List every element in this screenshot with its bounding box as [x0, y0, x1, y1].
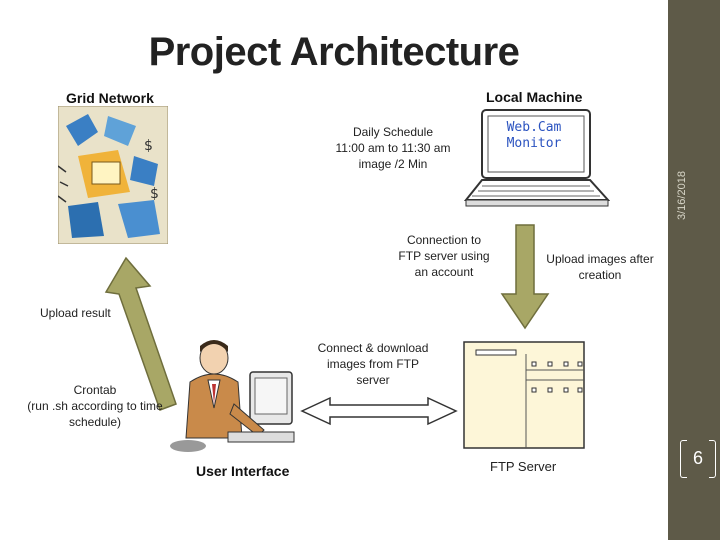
svg-text:$: $	[150, 186, 159, 202]
upload-images-label: Upload images after creation	[546, 252, 654, 282]
page-number-box: 6	[680, 440, 716, 478]
crontab-label: Crontab (run .sh according to time sched…	[27, 383, 163, 429]
ftp-server-icon	[463, 341, 585, 449]
ftp-server-label: FTP Server	[490, 459, 557, 474]
user-interface-label: User Interface	[196, 463, 290, 479]
slide-title: Project Architecture	[148, 30, 520, 74]
grid-network-label: Grid Network	[66, 90, 154, 106]
grid-network-clipart: $ $	[58, 106, 168, 244]
user-interface-clipart	[170, 340, 295, 452]
connect-download-label: Connect & download images from FTP serve…	[317, 341, 429, 387]
upload-result-label: Upload result	[40, 306, 111, 320]
webcam-monitor-label: Web.Cam Monitor	[506, 120, 562, 151]
arrow-up-to-grid	[104, 256, 177, 411]
arrow-down-to-ftp	[500, 224, 550, 330]
daily-schedule-label: Daily Schedule 11:00 am to 11:30 am imag…	[335, 125, 451, 171]
slide: Project Architecture Grid Network $ $ Lo…	[0, 0, 668, 540]
laptop-icon	[463, 109, 610, 207]
bracket-left-icon	[680, 440, 687, 478]
local-machine-label: Local Machine	[486, 89, 583, 105]
connection-ftp-label: Connection to FTP server using an accoun…	[398, 233, 490, 279]
slide-sidebar	[668, 0, 720, 540]
arrows-layer	[104, 224, 550, 426]
svg-text:$: $	[144, 138, 153, 154]
arrow-ui-ftp	[300, 396, 458, 426]
page-number: 6	[692, 448, 703, 468]
bracket-right-icon	[709, 440, 716, 478]
slide-date: 3/16/2018	[676, 171, 688, 220]
